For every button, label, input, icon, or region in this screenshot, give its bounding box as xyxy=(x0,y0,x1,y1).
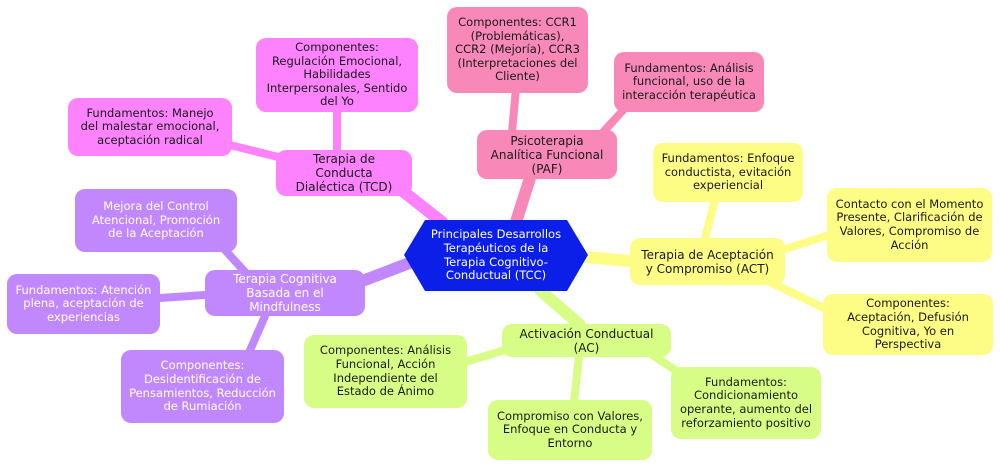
node-paf: Psicoterapia Analítica Funcional (PAF) xyxy=(477,130,617,179)
edge-act-components xyxy=(766,278,836,316)
node-ac-values: Compromiso con Valores, Enfoque en Condu… xyxy=(488,400,652,460)
edge-mindfulness-improvement xyxy=(221,246,249,276)
node-mindfulness-fundamentals: Fundamentos: Atención plena, aceptación … xyxy=(7,274,160,334)
edge-act-contact xyxy=(778,230,836,254)
node-paf-components: Componentes: CCR1 (Problemáticas), CCR2 … xyxy=(447,7,588,93)
node-act-contact: Contacto con el Momento Presente, Clarif… xyxy=(827,188,992,262)
node-ac: Activación Conductual (AC) xyxy=(502,324,671,357)
edge-root-ac xyxy=(534,284,586,331)
node-tcd-fundamentals: Fundamentos: Manejo del malestar emocion… xyxy=(68,98,232,156)
edge-mindfulness-components xyxy=(244,312,269,359)
root-hexagon xyxy=(404,220,588,291)
edge-ac-components xyxy=(461,346,509,366)
node-tcd-components: Componentes: Regulación Emocional, Habil… xyxy=(256,38,418,112)
node-act: Terapia de Aceptación y Compromiso (ACT) xyxy=(630,238,785,285)
node-mindfulness-improvement: Mejora del Control Atencional, Promoción… xyxy=(75,189,237,252)
node-mindfulness-components: Componentes: Desidentificación de Pensam… xyxy=(121,350,284,423)
edge-paf-components xyxy=(508,84,520,136)
edge-mindfulness-fundamentals xyxy=(156,291,209,302)
node-ac-fundamentals: Fundamentos: Condicionamiento operante, … xyxy=(671,367,821,439)
node-act-fundamentals: Fundamentos: Enfoque conductista, evitac… xyxy=(653,143,803,202)
node-act-components: Componentes: Aceptación, Defusión Cognit… xyxy=(823,294,993,355)
edge-act-fundamentals xyxy=(701,192,720,242)
edge-root-act xyxy=(580,251,636,267)
edge-ac-values xyxy=(570,352,583,406)
node-ac-components: Componentes: Análisis Funcional, Acción … xyxy=(304,335,467,408)
node-mindfulness: Terapia Cognitiva Basada en el Mindfulne… xyxy=(205,270,365,316)
edge-root-mindfulness xyxy=(359,256,418,286)
node-paf-fundamentals: Fundamentos: Análisis funcional, uso de … xyxy=(614,52,764,112)
edge-root-paf xyxy=(510,172,536,228)
root-node-label: Principales Desarrollos Terapéuticos de … xyxy=(430,227,562,283)
node-tcd: Terapia de Conducta Dialéctica (TCD) xyxy=(276,150,412,196)
